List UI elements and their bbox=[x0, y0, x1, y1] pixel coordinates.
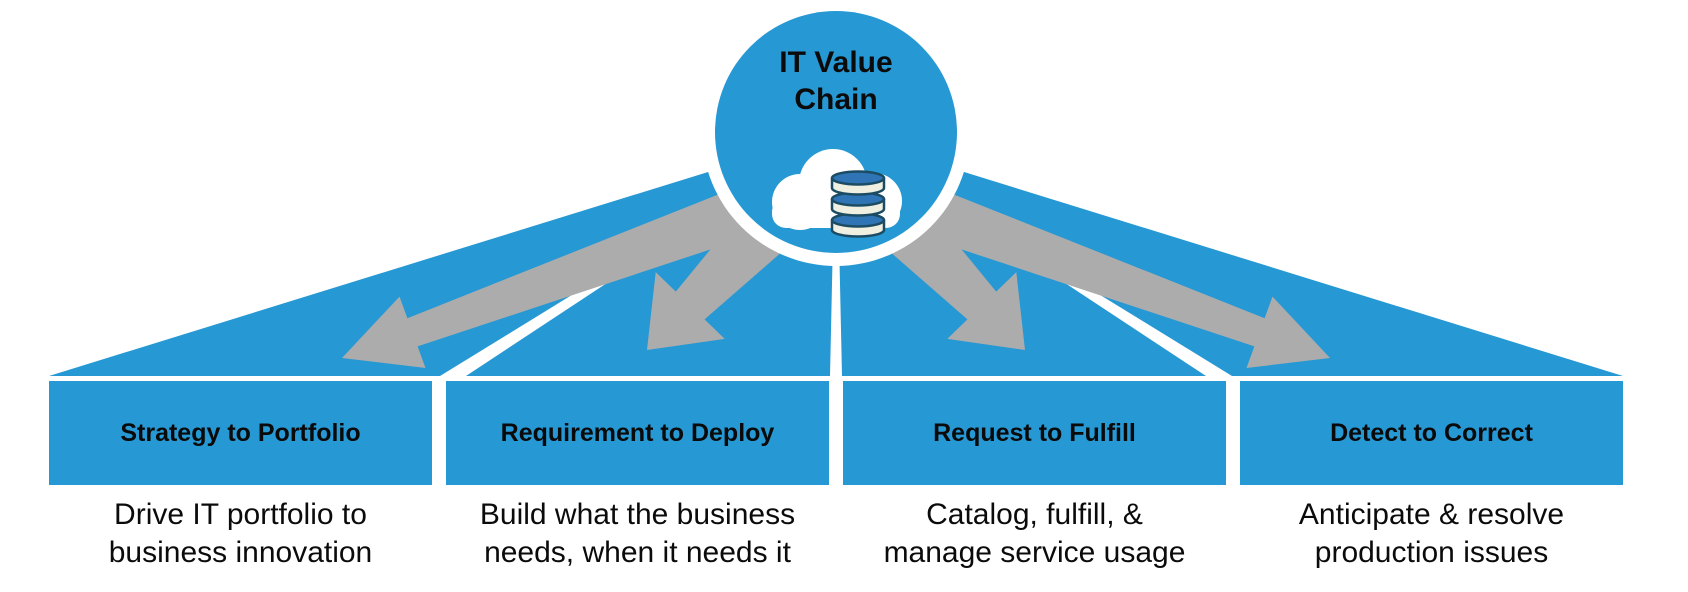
stream-box-label: Request to Fulfill bbox=[933, 418, 1136, 447]
stream-box-requirement-to-deploy: Requirement to Deploy bbox=[446, 381, 829, 485]
stream-description-detect: Anticipate & resolve production issues bbox=[1298, 498, 1565, 569]
stream-description-request: Catalog, fulfill, & manage service usage bbox=[883, 498, 1186, 569]
hub-title: IT Value Chain bbox=[779, 46, 893, 116]
stream-description-strategy: Drive IT portfolio to business innovatio… bbox=[108, 498, 373, 569]
stream-description-requirement: Build what the business needs, when it n… bbox=[479, 498, 796, 569]
stream-box-label: Detect to Correct bbox=[1330, 418, 1533, 447]
stream-box-request-to-fulfill: Request to Fulfill bbox=[843, 381, 1226, 485]
database-shape bbox=[830, 170, 886, 238]
cloud-database-icon bbox=[772, 149, 902, 238]
arrow-strategy-icon bbox=[342, 180, 771, 368]
fan-detect-to-correct bbox=[887, 150, 1623, 376]
fan-strategy-to-portfolio bbox=[49, 150, 785, 376]
stream-box-label: Strategy to Portfolio bbox=[120, 418, 361, 447]
stream-box-detect-to-correct: Detect to Correct bbox=[1240, 381, 1623, 485]
arrow-detect-icon bbox=[901, 180, 1330, 368]
stream-box-strategy-to-portfolio: Strategy to Portfolio bbox=[49, 381, 432, 485]
stream-box-label: Requirement to Deploy bbox=[500, 418, 775, 447]
